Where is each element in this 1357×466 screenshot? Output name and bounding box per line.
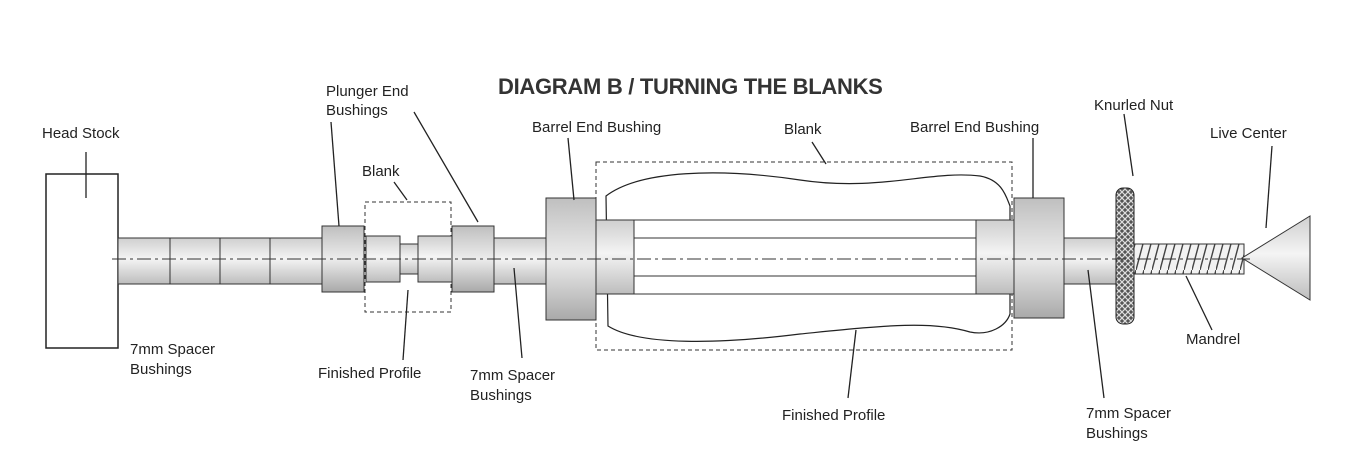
label-finished-profile-small: Finished Profile	[318, 365, 422, 382]
barrel-tube	[595, 219, 1015, 295]
label-barrel-end-bushing-left: Barrel End Bushing	[532, 119, 662, 136]
diagram-title: DIAGRAM B / TURNING THE BLANKS	[498, 74, 883, 99]
label-spacer-left-line1: 7mm Spacer	[130, 341, 216, 358]
leader-lines	[85, 111, 1273, 399]
label-spacer-right-line1: 7mm Spacer	[1086, 405, 1172, 422]
label-finished-profile-large: Finished Profile	[782, 407, 886, 424]
spacer-bushing-right	[1063, 237, 1117, 285]
spacer-bushings-left	[117, 237, 323, 285]
label-barrel-end-bushing-right: Barrel End Bushing	[910, 119, 1040, 136]
label-live-center: Live Center	[1210, 125, 1287, 142]
label-mandrel: Mandrel	[1186, 331, 1241, 348]
label-blank-large: Blank	[784, 121, 822, 138]
spacer-bushing-mid	[493, 237, 547, 285]
knurled-nut	[1115, 187, 1135, 325]
label-plunger-end-bushings-line1: Plunger End	[326, 83, 409, 100]
large-finished-profile-outline	[605, 172, 1011, 342]
label-spacer-mid-line2: Bushings	[470, 387, 532, 404]
label-plunger-end-bushings-line2: Bushings	[326, 102, 388, 119]
label-knurled-nut: Knurled Nut	[1094, 97, 1174, 114]
label-spacer-left-line2: Bushings	[130, 361, 192, 378]
head-stock	[45, 173, 119, 349]
label-spacer-right-line2: Bushings	[1086, 425, 1148, 442]
label-spacer-mid-line1: 7mm Spacer	[470, 367, 556, 384]
barrel-end-bushing-right	[1013, 197, 1065, 319]
label-blank-small: Blank	[362, 163, 400, 180]
label-head-stock: Head Stock	[42, 125, 120, 142]
live-center	[1241, 215, 1311, 301]
